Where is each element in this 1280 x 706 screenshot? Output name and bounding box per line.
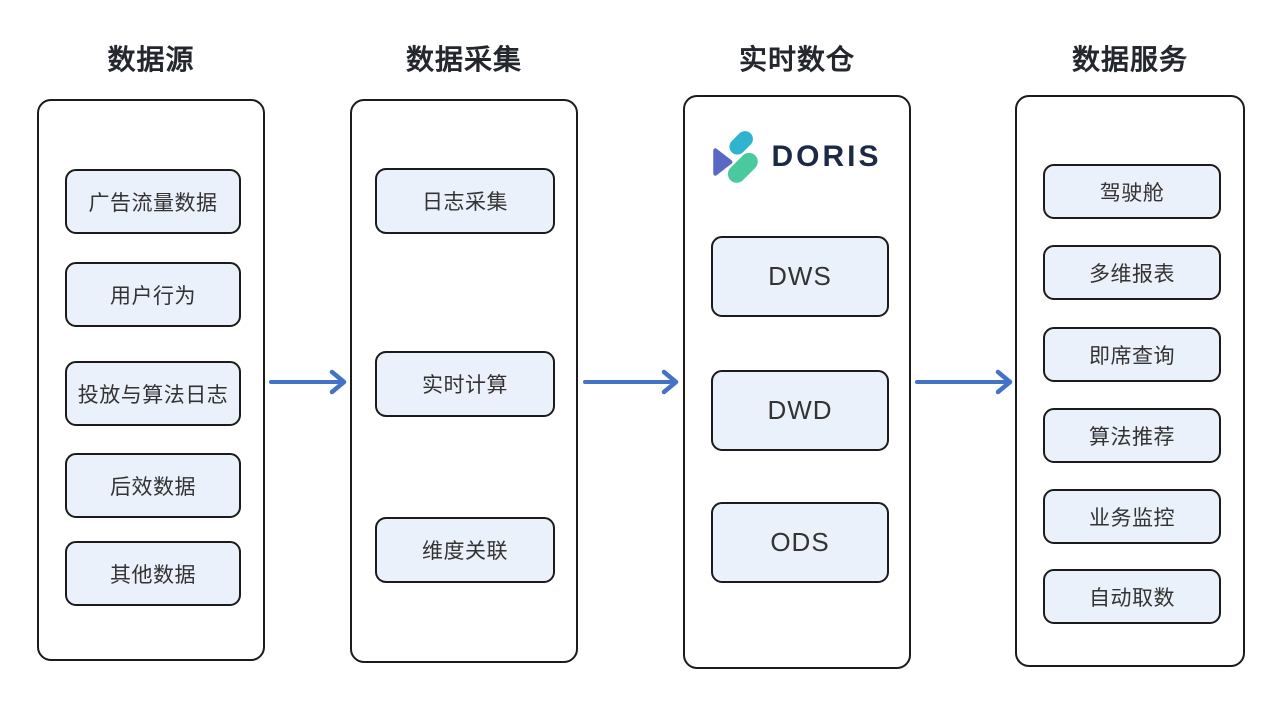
group-data-collection: 日志采集 实时计算 维度关联 xyxy=(350,99,578,663)
node-ods-layer: ODS xyxy=(711,502,889,583)
node-multidim-report: 多维报表 xyxy=(1043,245,1221,300)
column-title-data-service: 数据服务 xyxy=(1071,44,1188,75)
column-title-data-source: 数据源 xyxy=(107,44,195,75)
node-other-data: 其他数据 xyxy=(65,541,241,606)
doris-wordmark: DORIS xyxy=(771,140,882,173)
node-post-effect-data: 后效数据 xyxy=(65,453,241,518)
group-data-service: 驾驶舱 多维报表 即席查询 算法推荐 业务监控 自动取数 xyxy=(1015,95,1245,667)
node-cockpit-dashboard: 驾驶舱 xyxy=(1043,164,1221,219)
arrow-warehouse-to-service xyxy=(915,369,1013,395)
column-title-data-collection: 数据采集 xyxy=(405,44,522,75)
group-realtime-warehouse: DORIS DWS DWD ODS xyxy=(683,95,911,669)
arrow-collection-to-warehouse xyxy=(583,369,679,395)
group-data-source: 广告流量数据 用户行为 投放与算法日志 后效数据 其他数据 xyxy=(37,99,265,661)
node-user-behavior: 用户行为 xyxy=(65,262,241,327)
node-adhoc-query: 即席查询 xyxy=(1043,327,1221,382)
node-automated-data-retrieval: 自动取数 xyxy=(1043,569,1221,624)
doris-icon xyxy=(712,127,762,187)
node-dwd-layer: DWD xyxy=(711,370,889,451)
node-log-collection: 日志采集 xyxy=(375,168,555,234)
node-delivery-algorithm-logs: 投放与算法日志 xyxy=(65,361,241,426)
node-dws-layer: DWS xyxy=(711,236,889,317)
node-business-monitoring: 业务监控 xyxy=(1043,489,1221,544)
node-realtime-compute: 实时计算 xyxy=(375,351,555,417)
arrow-source-to-collection xyxy=(269,369,347,395)
column-title-realtime-warehouse: 实时数仓 xyxy=(738,44,855,75)
node-algorithm-recommendation: 算法推荐 xyxy=(1043,408,1221,463)
doris-logo: DORIS xyxy=(685,125,909,189)
node-dimension-join: 维度关联 xyxy=(375,517,555,583)
node-ad-traffic-data: 广告流量数据 xyxy=(65,169,241,234)
